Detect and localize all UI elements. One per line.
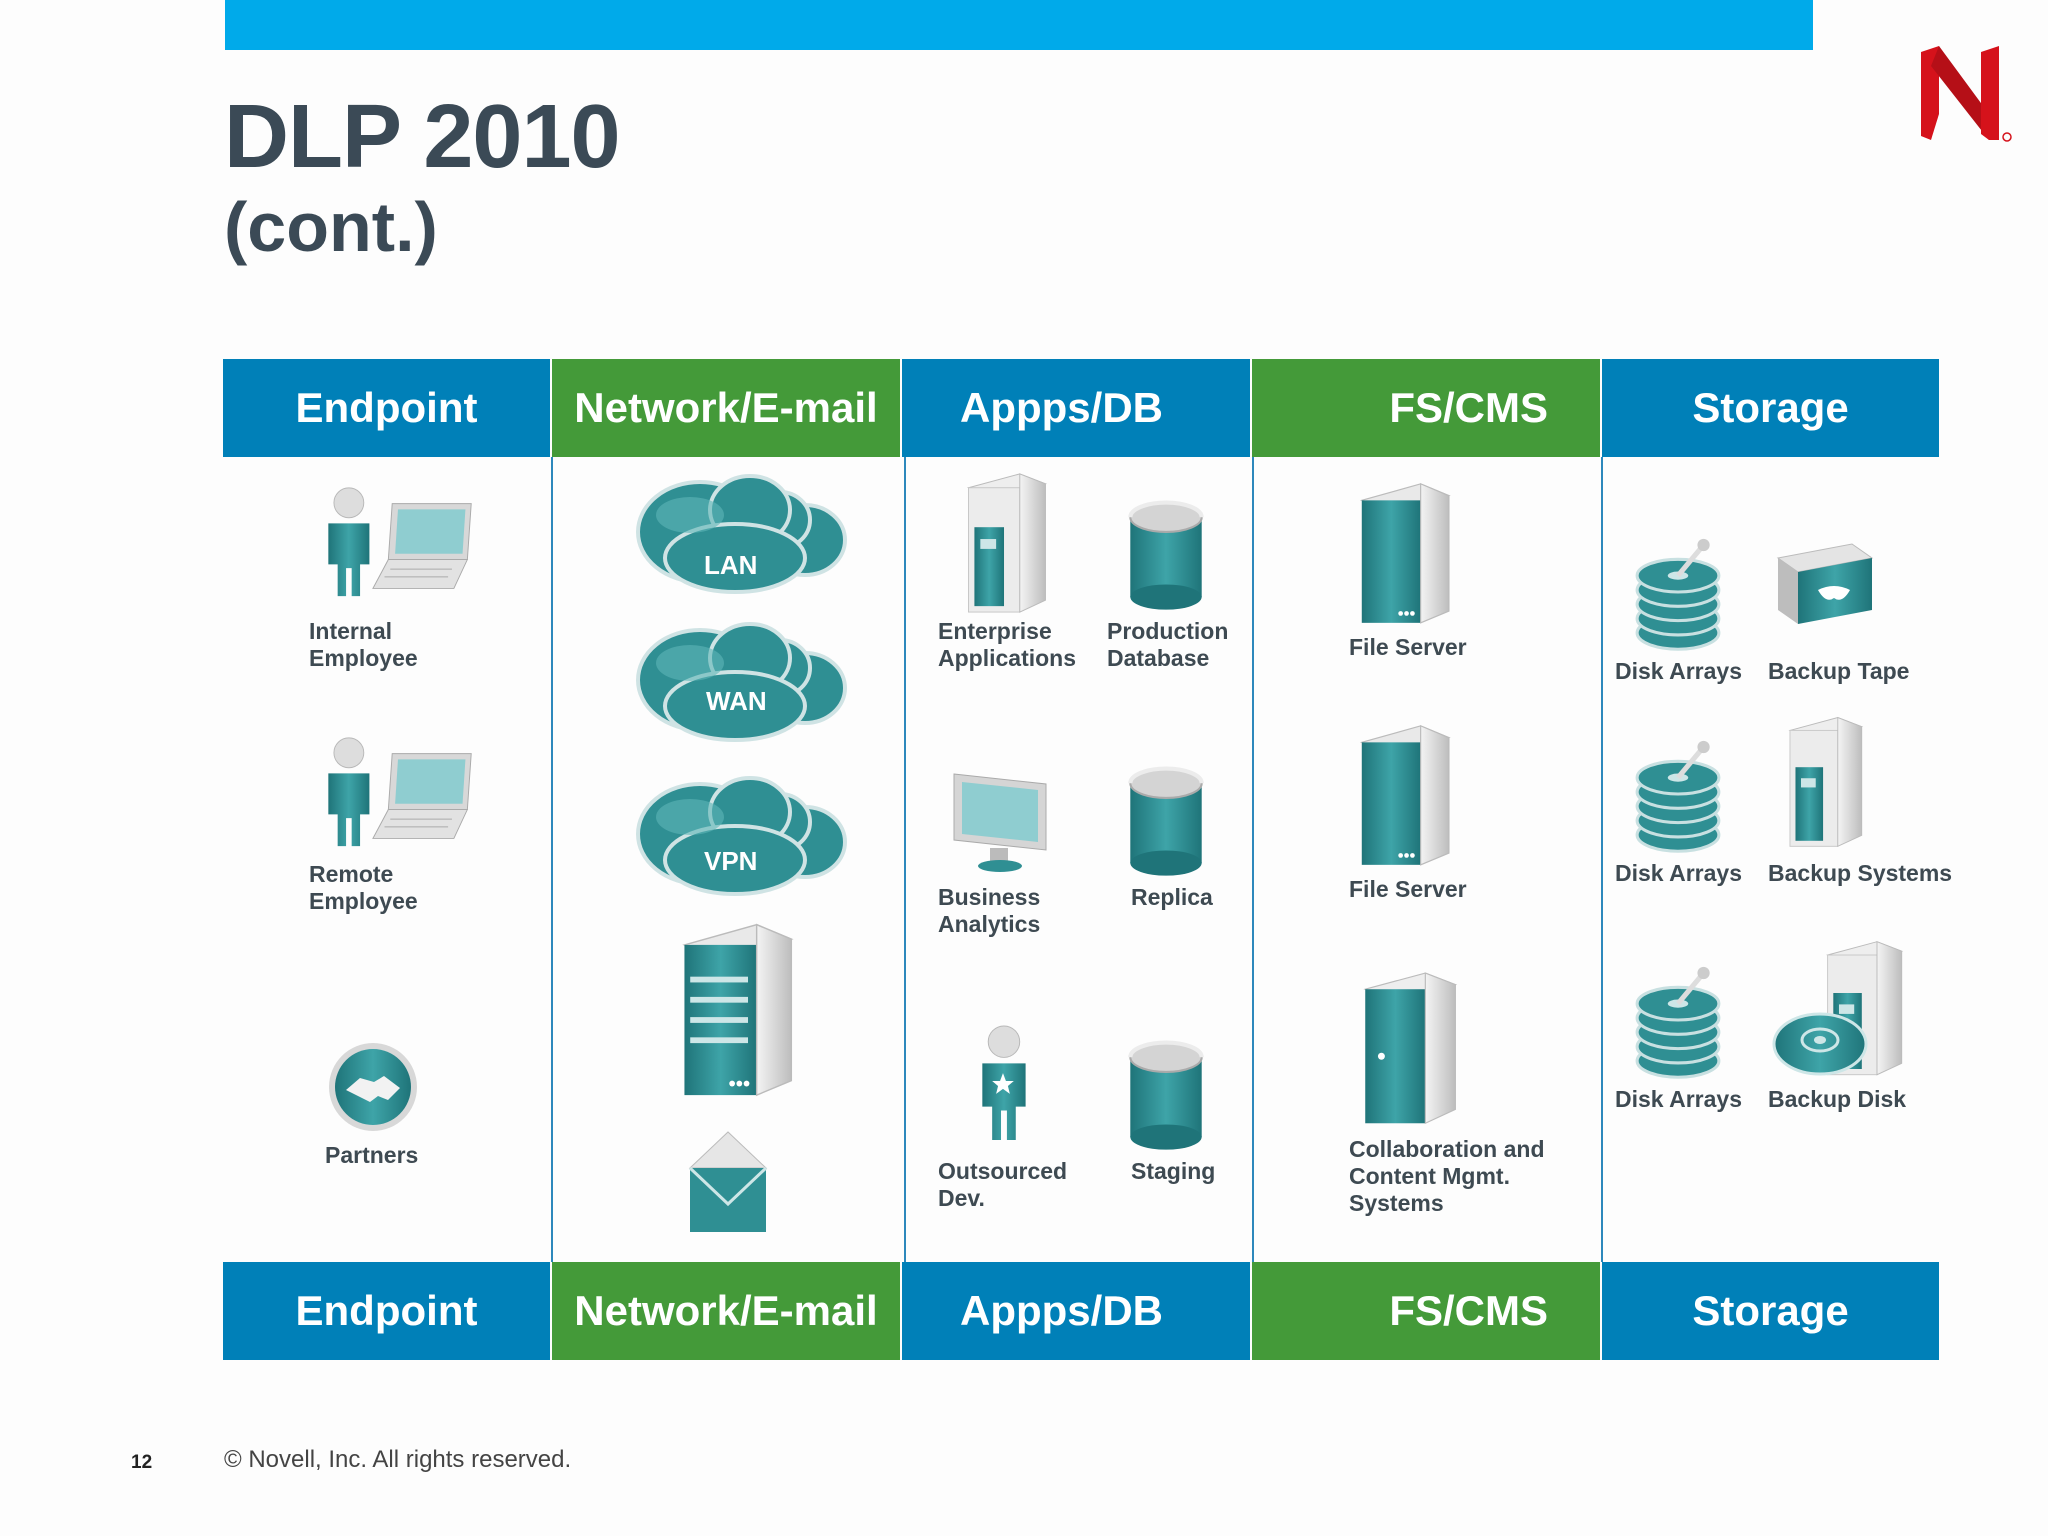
footer-header-apps: Appps/DB xyxy=(902,1262,1250,1360)
disk-array-icon xyxy=(1632,530,1724,654)
footer-header-endpoint: Endpoint xyxy=(223,1262,550,1360)
label-file-server: File Server xyxy=(1349,876,1467,902)
slide-subtitle: (cont.) xyxy=(224,188,438,266)
label-file-server: File Server xyxy=(1349,634,1467,660)
server-tower-icon xyxy=(955,468,1055,616)
label-backup-disk: Backup Disk xyxy=(1768,1086,1907,1112)
header-endpoint: Endpoint xyxy=(223,359,550,457)
label-production-database: Production Database xyxy=(1107,618,1228,672)
label-disk-arrays: Disk Arrays xyxy=(1615,1086,1743,1112)
cloud-label-lan: LAN xyxy=(704,550,758,580)
backup-system-icon xyxy=(1780,712,1868,850)
page-number: 12 xyxy=(131,1452,153,1473)
label-line: Enterprise xyxy=(938,618,1052,644)
label-outsourced-dev: Outsourced Dev. xyxy=(938,1158,1067,1212)
label-business-analytics: Business Analytics xyxy=(938,884,1040,938)
laptop-icon xyxy=(368,494,480,600)
label-line: Systems xyxy=(1349,1190,1444,1216)
rack-server-icon xyxy=(670,912,800,1102)
cloud-label-wan: WAN xyxy=(706,686,767,716)
database-icon xyxy=(1124,496,1208,612)
label-line: Database xyxy=(1107,645,1210,671)
envelope-icon xyxy=(688,1131,768,1232)
vpn-cloud-icon: VPN xyxy=(630,772,860,902)
label-line: Employee xyxy=(309,888,418,914)
database-icon xyxy=(1124,1036,1208,1152)
header-band-bottom: Endpoint Network/E-mail Appps/DB FS/CMS … xyxy=(223,1262,1939,1360)
column-divider xyxy=(551,457,553,1262)
monitor-icon xyxy=(953,773,1047,872)
file-server-icon xyxy=(1350,716,1456,870)
novell-logo-icon xyxy=(1921,46,2012,142)
wan-cloud-icon: WAN xyxy=(630,618,860,748)
label-line: Outsourced xyxy=(938,1158,1068,1184)
label-line: Content Mgmt. xyxy=(1349,1163,1510,1189)
label-line: Applications xyxy=(938,645,1077,671)
footer-header-network: Network/E-mail xyxy=(552,1262,900,1360)
label-backup-systems: Backup Systems xyxy=(1768,860,1953,886)
label-partners: Partners xyxy=(325,1142,419,1168)
column-divider xyxy=(1252,457,1254,1262)
label-line: Production xyxy=(1107,618,1229,644)
file-server-icon xyxy=(1350,474,1456,628)
footer-header-storage: Storage xyxy=(1602,1262,1939,1360)
label-line: Dev. xyxy=(938,1185,985,1211)
header-apps: Appps/DB xyxy=(902,359,1250,457)
column-divider xyxy=(904,457,906,1262)
person-star-icon xyxy=(970,1024,1034,1142)
lan-cloud-icon: LAN xyxy=(630,470,860,600)
cloud-label-vpn: VPN xyxy=(704,846,758,876)
collaboration-server-icon xyxy=(1363,972,1458,1125)
header-fs: FS/CMS xyxy=(1252,359,1600,457)
label-internal-employee: Internal Employee xyxy=(309,618,418,672)
handshake-icon xyxy=(329,1043,417,1131)
label-line: Collaboration and xyxy=(1349,1136,1545,1162)
column-divider xyxy=(1601,457,1603,1262)
header-band-top: Endpoint Network/E-mail Appps/DB FS/CMS … xyxy=(223,359,1939,457)
label-replica: Replica xyxy=(1131,884,1213,910)
header-storage: Storage xyxy=(1602,359,1939,457)
database-icon xyxy=(1124,762,1208,878)
label-line: Internal xyxy=(309,618,393,644)
footer-header-fs: FS/CMS xyxy=(1252,1262,1600,1360)
backup-disk-icon xyxy=(1772,941,1903,1076)
copyright-notice: © Novell, Inc. All rights reserved. xyxy=(224,1446,572,1473)
label-disk-arrays: Disk Arrays xyxy=(1615,658,1743,684)
backup-tape-icon xyxy=(1776,543,1874,624)
label-collaboration-systems: Collaboration and Content Mgmt. Systems xyxy=(1349,1136,1545,1217)
label-staging: Staging xyxy=(1131,1158,1216,1184)
disk-array-icon xyxy=(1632,958,1724,1082)
label-line: Analytics xyxy=(938,911,1041,937)
top-accent-bar xyxy=(225,0,1813,50)
label-backup-tape: Backup Tape xyxy=(1768,658,1910,684)
label-disk-arrays: Disk Arrays xyxy=(1615,860,1743,886)
header-network: Network/E-mail xyxy=(552,359,900,457)
slide-title: DLP 2010 xyxy=(224,87,621,187)
label-line: Employee xyxy=(309,645,418,671)
laptop-icon xyxy=(368,744,480,850)
label-line: Business xyxy=(938,884,1041,910)
label-line: Remote xyxy=(309,861,394,887)
label-remote-employee: Remote Employee xyxy=(309,861,418,915)
disk-array-icon xyxy=(1632,732,1724,856)
label-enterprise-applications: Enterprise Applications xyxy=(938,618,1076,672)
